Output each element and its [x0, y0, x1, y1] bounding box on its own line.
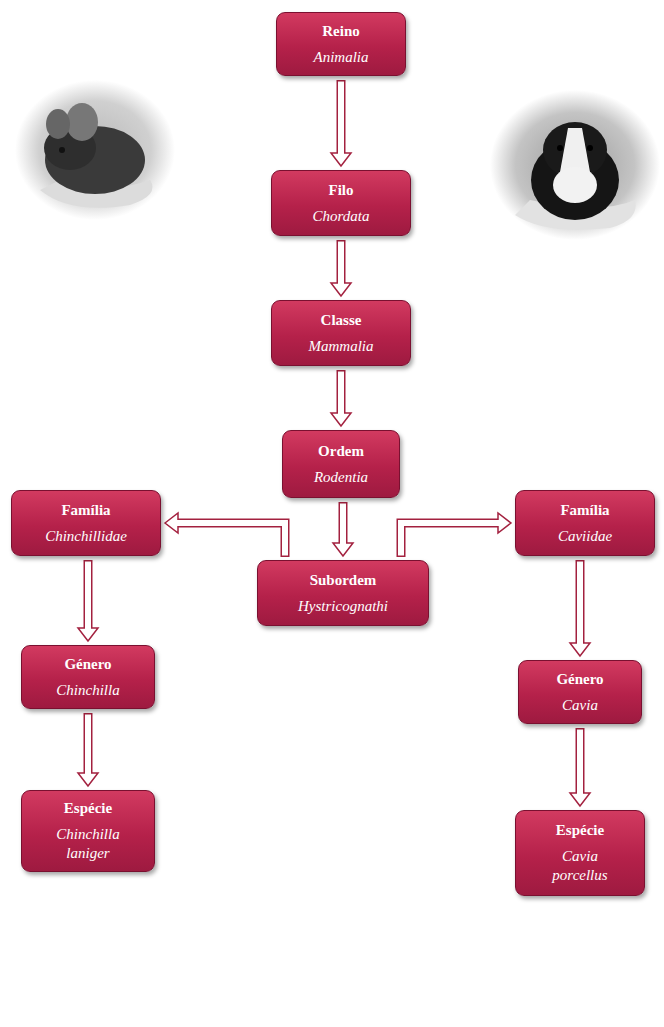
arrow-fill [338, 82, 344, 156]
chinchilla-photo [15, 80, 175, 220]
taxon-box: FamíliaChinchillidae [11, 490, 161, 556]
guinea-pig-eye [557, 145, 563, 151]
taxon-box: OrdemRodentia [282, 430, 400, 498]
rank-label: Género [556, 670, 603, 689]
taxon-box: GéneroChinchilla [21, 645, 155, 709]
guinea-pig-blaze [560, 128, 590, 172]
taxon-name: Chordata [313, 207, 370, 226]
rank-label: Família [560, 501, 609, 520]
hollow-arrow [78, 560, 98, 641]
arrow-fill [401, 523, 500, 556]
rank-label: Género [64, 655, 111, 674]
hollow-arrow [78, 713, 98, 786]
taxon-name: Cavia [562, 696, 598, 715]
arrow-fill [338, 242, 344, 286]
taxon-name: Hystricognathi [298, 597, 388, 616]
taxon-box: FamíliaCaviidae [515, 490, 655, 556]
hollow-arrow [401, 513, 511, 557]
hollow-arrow [331, 240, 351, 296]
taxon-name: Rodentia [314, 468, 368, 487]
hollow-arrow [570, 560, 590, 656]
chinchilla-ear [66, 103, 98, 141]
arrow-fill [85, 562, 91, 631]
chinchilla-ear [46, 109, 70, 139]
rank-label: Classe [321, 311, 362, 330]
photo-vignette [490, 90, 660, 240]
taxon-box: ReinoAnimalia [276, 12, 406, 76]
photo-vignette [15, 80, 175, 220]
arrow-fill [340, 504, 346, 546]
taxon-box: ClasseMammalia [271, 300, 411, 366]
taxon-box: SubordemHystricognathi [257, 560, 429, 626]
hollow-arrow [333, 502, 353, 556]
taxon-box: GéneroCavia [518, 660, 642, 724]
taxon-name: Animalia [314, 48, 369, 67]
hollow-arrow [165, 513, 285, 557]
arrow-outline [178, 523, 285, 557]
rank-label: Espécie [64, 799, 112, 818]
arrow-fill [338, 372, 344, 416]
arrow-fill [176, 523, 285, 556]
taxon-name: Cavia porcellus [534, 847, 626, 885]
guinea-pig-chest [553, 167, 597, 203]
rank-label: Espécie [556, 821, 604, 840]
rank-label: Ordem [318, 442, 364, 461]
taxon-name: Chinchilla laniger [42, 825, 134, 863]
taxon-box: FiloChordata [271, 170, 411, 236]
taxon-box: EspécieCavia porcellus [515, 810, 645, 896]
chinchilla-eye [59, 147, 65, 153]
guinea-pig-photo [490, 90, 660, 240]
guinea-pig-eye [587, 145, 593, 151]
arrow-outline [401, 523, 498, 557]
arrow-fill [85, 715, 91, 776]
taxon-box: EspécieChinchilla laniger [21, 790, 155, 872]
taxon-name: Caviidae [558, 527, 612, 546]
rank-label: Reino [322, 22, 360, 41]
taxon-name: Chinchilla [56, 681, 119, 700]
taxon-name: Chinchillidae [45, 527, 127, 546]
hollow-arrow [570, 728, 590, 806]
taxon-name: Mammalia [309, 337, 374, 356]
hollow-arrow [331, 80, 351, 166]
arrow-fill [577, 730, 583, 796]
rank-label: Filo [329, 181, 354, 200]
rank-label: Família [61, 501, 110, 520]
hollow-arrow [331, 370, 351, 426]
rank-label: Subordem [310, 571, 377, 590]
arrow-fill [577, 562, 583, 646]
